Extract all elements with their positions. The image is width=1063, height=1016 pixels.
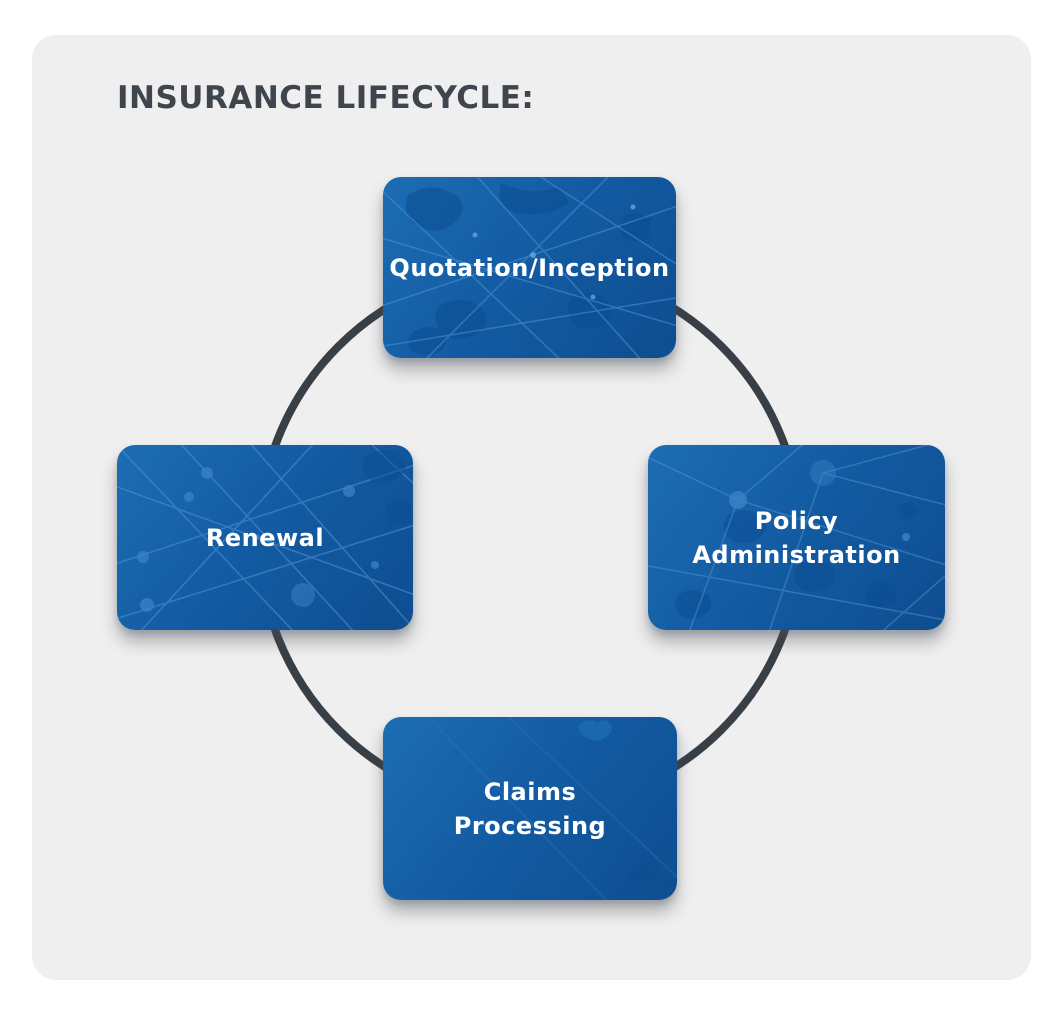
page-title: INSURANCE LIFECYCLE: <box>117 80 535 116</box>
node-label: Quotation/Inception <box>389 253 670 282</box>
node-quotation-inception: Quotation/Inception <box>383 177 676 358</box>
node-claims-processing: Claims Processing <box>383 717 677 900</box>
node-renewal: Renewal <box>117 445 413 630</box>
node-policy-administration: Policy Administration <box>648 445 945 630</box>
node-label: Claims Processing <box>453 777 607 840</box>
node-label: Policy Administration <box>692 506 901 569</box>
node-label: Renewal <box>205 523 325 552</box>
